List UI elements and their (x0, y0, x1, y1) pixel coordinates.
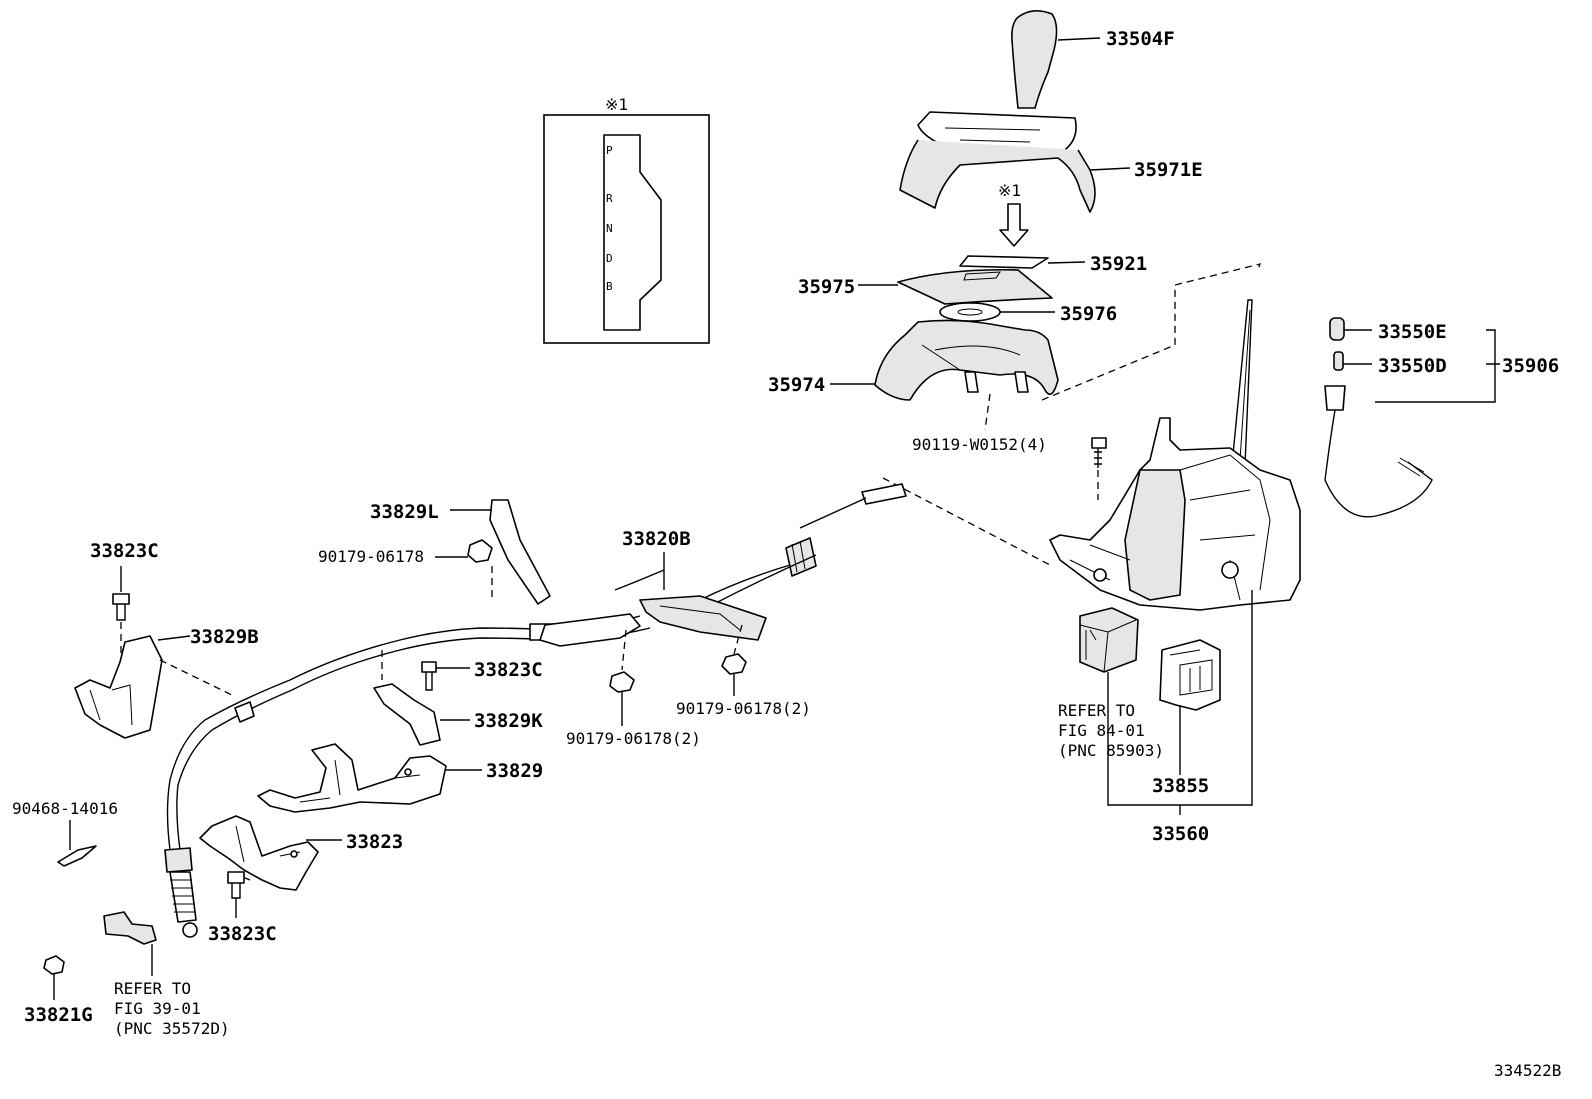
shift-bezel: 35971E (899, 111, 1203, 213)
bracket-33829b: 33829B (74, 626, 259, 739)
label-33829: 33829 (486, 760, 543, 782)
gear-d: D (606, 252, 613, 265)
label-33855: 33855 (1152, 775, 1209, 797)
refer-right-3: (PNC 85903) (1058, 741, 1164, 760)
diagram-id: 334522B (1494, 1061, 1561, 1080)
gate-outline (603, 134, 662, 331)
housing-cover: 35974 (768, 319, 1059, 401)
leader-dash-screw (984, 393, 991, 431)
label-33829l: 33829L (370, 501, 439, 523)
label-33823: 33823 (346, 831, 403, 853)
refer-right-1: REFER TO (1058, 701, 1135, 720)
refer-right-2: FIG 84-01 (1058, 721, 1145, 740)
label-33821g: 33821G (24, 1004, 93, 1026)
cover-sheet: 35975 (798, 268, 1053, 305)
refer-left-3: (PNC 35572D) (114, 1019, 230, 1038)
refer-left-1: REFER TO (114, 979, 191, 998)
ref-arrow: ※1 (998, 181, 1029, 247)
inset-mark: ※1 (605, 95, 628, 114)
label-35921: 35921 (1090, 253, 1147, 275)
bracket-33829l: 33829L (370, 499, 551, 605)
leader-dash-cover (1041, 263, 1261, 401)
label-90119: 90119-W0152(4) (912, 435, 1047, 454)
gate-pattern-inset: ※1 P R N D B (543, 95, 710, 344)
label-33820b: 33820B (622, 528, 691, 550)
label-33550d: 33550D (1378, 355, 1447, 377)
label-90179-right: 90179-06178(2) (676, 699, 811, 718)
label-33829b: 33829B (190, 626, 259, 648)
gear-n: N (606, 222, 613, 235)
joint-33821g: REFER TO FIG 39-01 (PNC 35572D) 33821G (24, 911, 230, 1038)
switch-33855: 33855 33560 (1152, 639, 1221, 845)
ecu-block: REFER TO FIG 84-01 (PNC 85903) (1058, 590, 1253, 806)
label-33560: 33560 (1152, 823, 1209, 845)
shift-lever-body (882, 299, 1301, 611)
nut-right: 90179-06178(2) (676, 624, 811, 718)
screw-90119: 90119-W0152(4) (912, 435, 1107, 500)
shift-knob: 33504F (1011, 10, 1175, 109)
slide-disc: 35976 (939, 302, 1117, 325)
label-35974: 35974 (768, 374, 825, 396)
ref-mark-top: ※1 (998, 181, 1021, 200)
label-35971e: 35971E (1134, 159, 1203, 181)
bracket-33829k: 33829K (373, 683, 543, 746)
label-35976: 35976 (1060, 303, 1117, 325)
clip-90468: 90468-14016 (12, 799, 118, 867)
nut-top: 90179-06178 (318, 539, 493, 600)
label-33829k: 33829K (474, 710, 543, 732)
gear-r: R (606, 192, 613, 205)
label-33823c-mid: 33823C (474, 659, 543, 681)
indicator-plate: 35921 (959, 253, 1147, 275)
shift-cable: 33820B (164, 483, 907, 938)
bolt-lower: 33823C (208, 871, 277, 945)
bracket-33829: 33829 (257, 743, 543, 813)
label-35975: 35975 (798, 276, 855, 298)
bolt-mid: 33823C (381, 650, 543, 691)
label-90468: 90468-14016 (12, 799, 118, 818)
nut-left: 90179-06178(2) (566, 629, 701, 748)
bulb-socket-group: 33550E 33550D 35906 (1324, 317, 1559, 518)
gear-b: B (606, 280, 613, 293)
label-90179-left: 90179-06178(2) (566, 729, 701, 748)
label-33823c-ul: 33823C (90, 540, 159, 562)
label-35906: 35906 (1502, 355, 1559, 377)
refer-left-2: FIG 39-01 (114, 999, 201, 1018)
label-33550e: 33550E (1378, 321, 1447, 343)
label-33504f: 33504F (1106, 28, 1175, 50)
gear-p: P (606, 144, 613, 157)
label-90179-top: 90179-06178 (318, 547, 424, 566)
bracket-33823: 33823 (199, 815, 403, 891)
label-33823c-lower: 33823C (208, 923, 277, 945)
